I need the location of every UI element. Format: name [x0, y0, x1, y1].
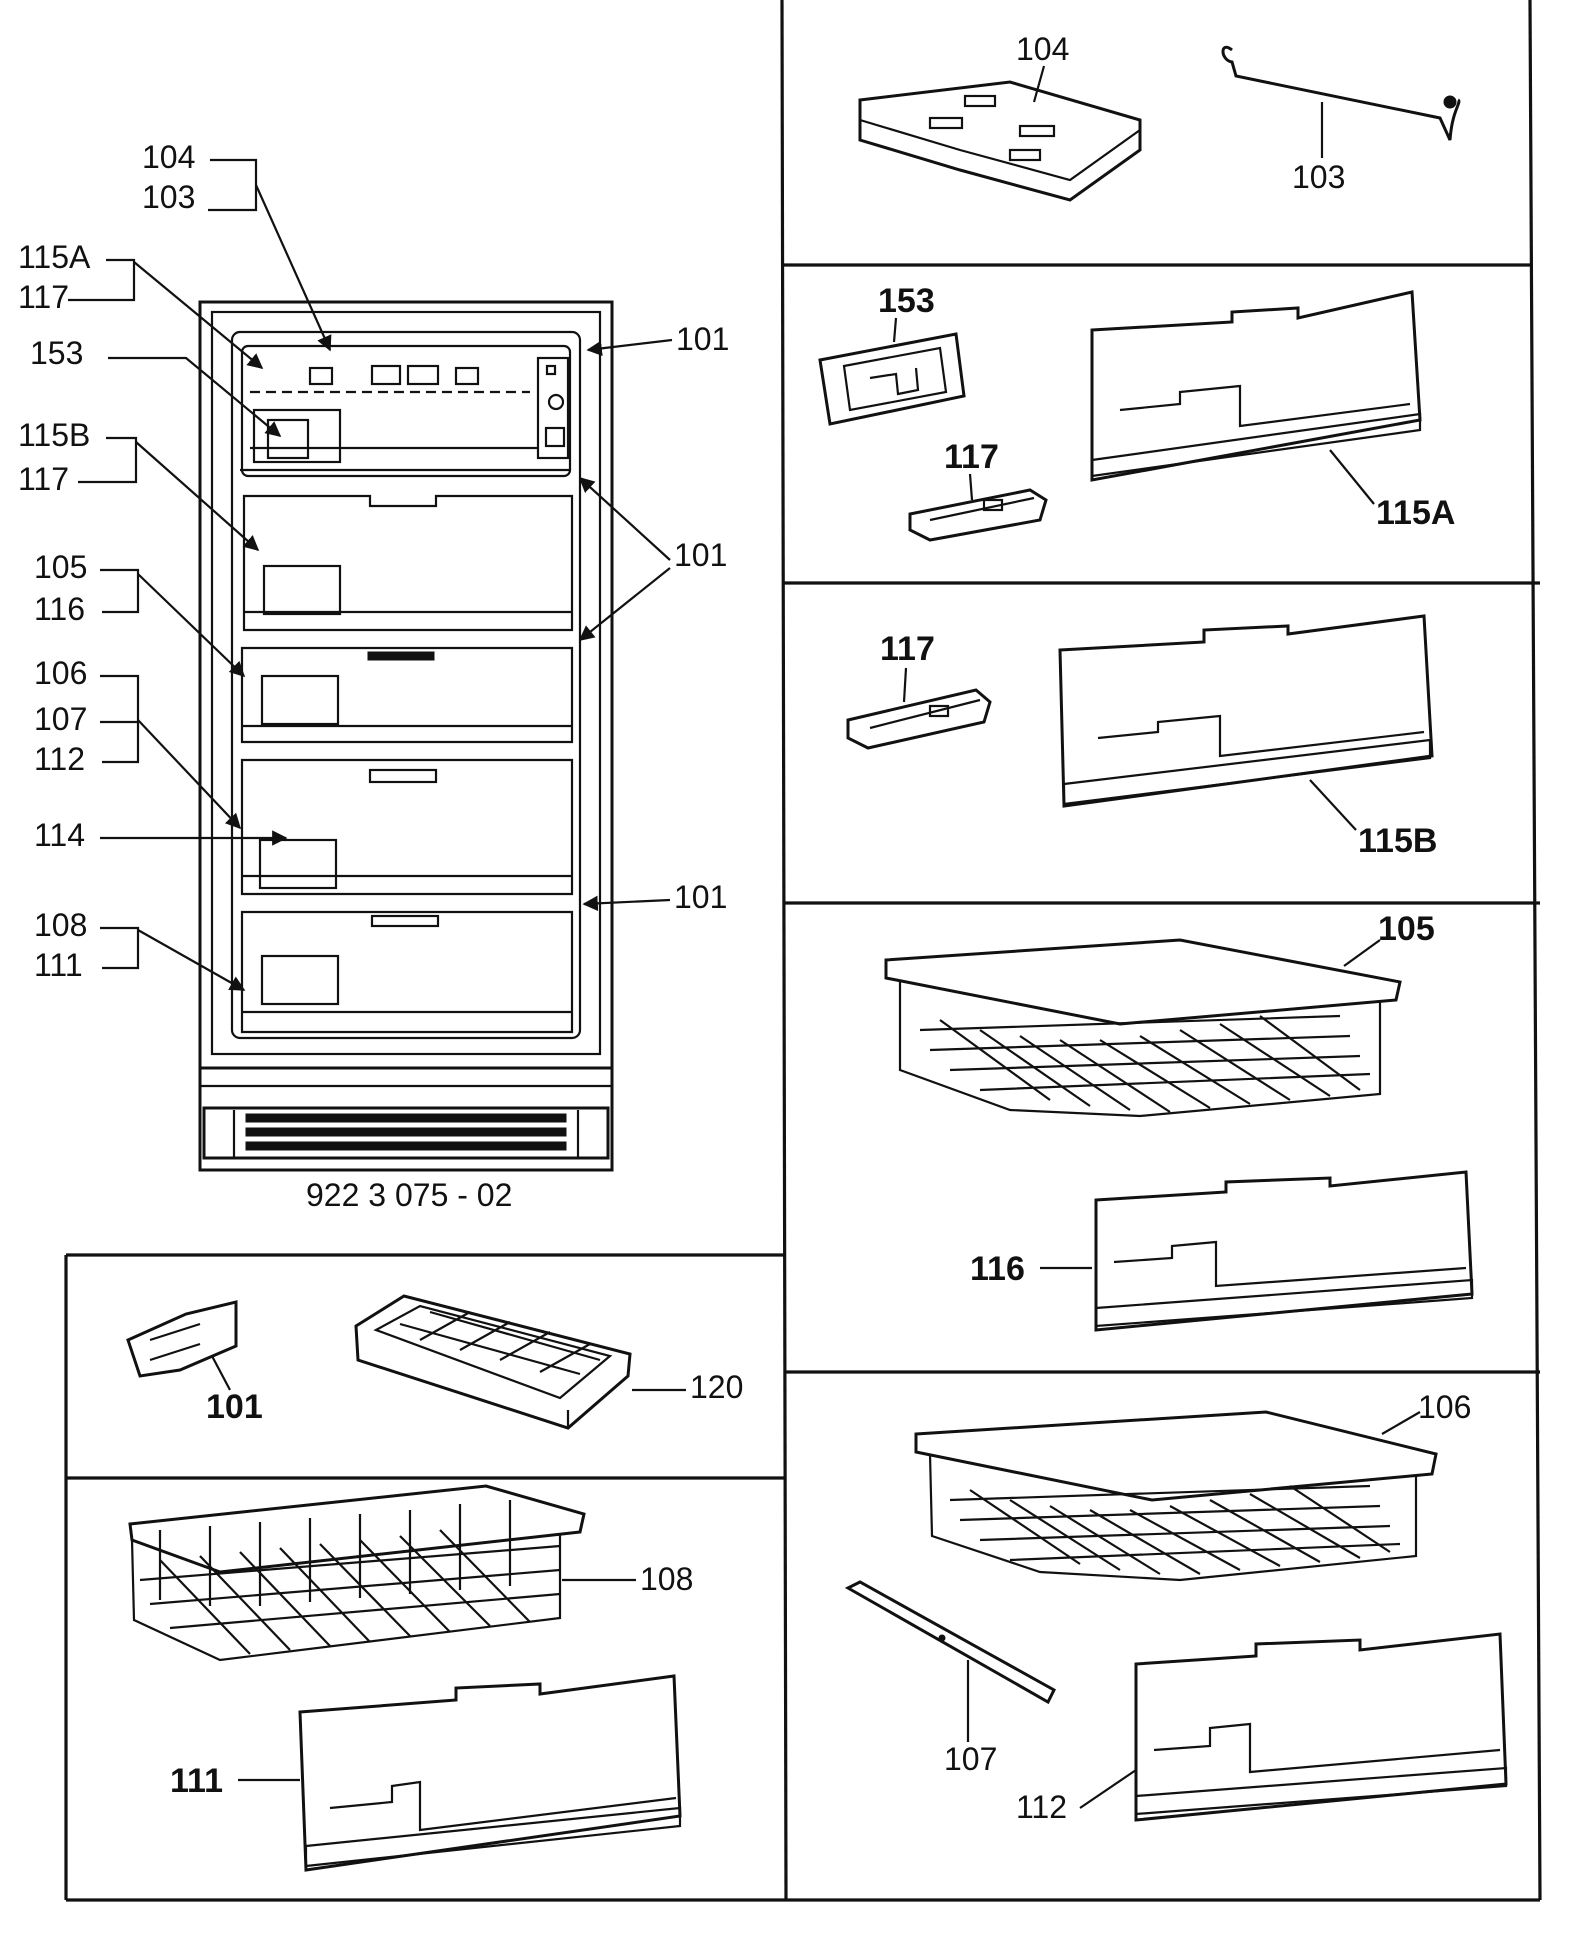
main-callouts-right: 101 101 101 — [578, 321, 729, 915]
panel-frames — [64, 0, 1542, 1902]
callout-115b: 115B — [18, 417, 90, 453]
p4-label-105: 105 — [1378, 910, 1435, 948]
p7-label-111: 111 — [170, 1762, 223, 1800]
p2-label-117: 117 — [944, 438, 999, 476]
callout-106: 106 — [34, 655, 87, 691]
panel-108-111: 108 111 — [128, 1484, 693, 1872]
callout-104: 104 — [142, 139, 195, 175]
callout-116: 116 — [34, 591, 85, 627]
callout-101-top: 101 — [676, 321, 729, 357]
panel-153-117-115a: 153 117 115A — [818, 282, 1455, 542]
callout-111: 111 — [34, 947, 83, 983]
callout-115a: 115A — [18, 239, 91, 275]
panel-101-120: 101 120 — [126, 1294, 743, 1430]
callout-114: 114 — [34, 817, 85, 853]
p5-label-112: 112 — [1016, 1789, 1067, 1825]
callout-105: 105 — [34, 549, 87, 585]
callout-117-mid: 117 — [18, 461, 69, 497]
p6-label-120: 120 — [690, 1369, 743, 1405]
callout-112: 112 — [34, 741, 85, 777]
p7-label-108: 108 — [640, 1561, 693, 1597]
p3-label-117: 117 — [880, 630, 935, 668]
p1-label-103: 103 — [1292, 159, 1345, 195]
callout-101-low: 101 — [674, 879, 727, 915]
panel-117-115b: 117 115B — [846, 614, 1437, 860]
p3-label-115b: 115B — [1358, 822, 1437, 860]
callout-153: 153 — [30, 335, 83, 371]
freezer-cabinet — [198, 300, 614, 1172]
callout-117-top: 117 — [18, 279, 69, 315]
p2-label-115a: 115A — [1376, 494, 1455, 532]
callout-108: 108 — [34, 907, 87, 943]
panel-104-103: 104 103 — [858, 31, 1461, 202]
callout-107: 107 — [34, 701, 87, 737]
p6-label-101: 101 — [206, 1388, 263, 1426]
p5-label-106: 106 — [1418, 1389, 1471, 1425]
panel-105-116: 105 116 — [884, 910, 1474, 1332]
drawing-number: 922 3 075 - 02 — [306, 1177, 512, 1213]
panel-106-107-112: 106 107 112 — [844, 1389, 1508, 1825]
main-callouts-left: 104 103 115A 117 153 115B 117 105 116 10… — [18, 139, 332, 991]
p5-label-107: 107 — [944, 1741, 997, 1777]
p2-label-153: 153 — [878, 282, 935, 320]
p4-label-116: 116 — [970, 1250, 1025, 1288]
callout-103: 103 — [142, 179, 195, 215]
p1-label-104: 104 — [1016, 31, 1069, 67]
callout-101-mid: 101 — [674, 537, 727, 573]
